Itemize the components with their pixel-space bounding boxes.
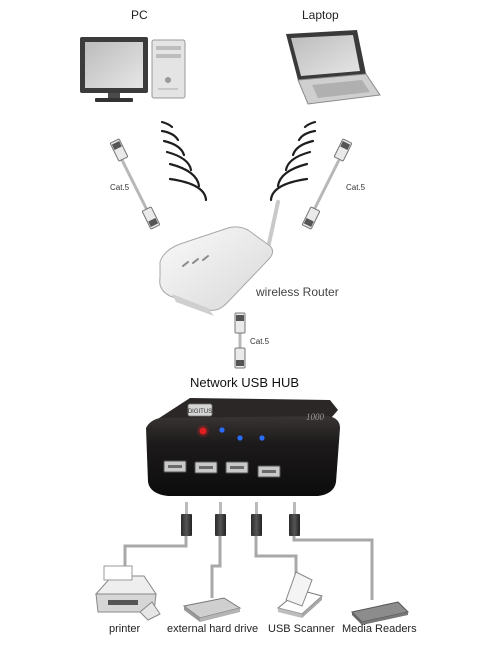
hub-model: 1000 xyxy=(306,412,325,422)
media-reader-illustration xyxy=(350,601,410,625)
peripheral-label-scanner: USB Scanner xyxy=(268,623,335,635)
hub-title: Network USB HUB xyxy=(190,375,300,390)
cable-right xyxy=(301,138,353,230)
wireless-router xyxy=(159,200,280,316)
peripheral-label-printer: printer xyxy=(109,623,141,635)
usb-scanner-illustration xyxy=(276,571,324,618)
printer-illustration xyxy=(94,565,161,621)
wifi-arcs-right xyxy=(269,120,317,202)
peripheral-label-hard-drive: external hard drive xyxy=(167,623,259,635)
led-3 xyxy=(259,435,265,441)
cable-router-label: Cat.5 xyxy=(250,337,270,346)
cable-right-label: Cat.5 xyxy=(346,183,366,192)
cable-left xyxy=(109,138,161,230)
external-hard-drive-illustration xyxy=(182,597,242,622)
usb-plugs xyxy=(181,502,300,536)
usb-hub: DIGITUS 1000 xyxy=(146,398,340,496)
peripheral-cables xyxy=(123,536,374,600)
hub-logo-badge xyxy=(187,403,213,417)
pc-monitor-base xyxy=(95,98,133,102)
hub-logo-text: DIGITUS xyxy=(188,409,212,415)
hub-body xyxy=(146,416,340,496)
cable-left-label: Cat.5 xyxy=(110,183,130,192)
pc-illustration xyxy=(80,37,186,102)
pc-screen xyxy=(85,42,143,88)
router-antenna xyxy=(266,200,280,250)
laptop-label: Laptop xyxy=(302,8,339,22)
router-body xyxy=(159,226,274,311)
led-2 xyxy=(237,435,243,441)
pc-label: PC xyxy=(131,8,148,22)
laptop-illustration xyxy=(286,30,381,105)
led-1 xyxy=(219,427,225,433)
pc-monitor-neck xyxy=(108,93,120,99)
cable-router-hub xyxy=(234,312,246,369)
wifi-arcs-left xyxy=(160,120,208,202)
router-label: wireless Router xyxy=(256,285,339,299)
led-power xyxy=(199,427,207,435)
peripheral-label-media-readers: Media Readers xyxy=(342,623,417,635)
laptop-screen xyxy=(291,35,360,76)
